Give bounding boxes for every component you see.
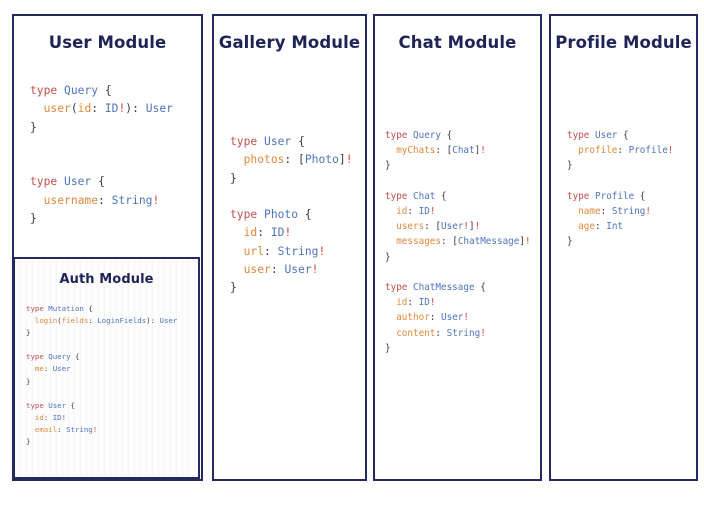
code-chat-module: type Query { myChats: [Chat]! } type Cha… bbox=[385, 130, 531, 354]
panel-user-module[interactable]: User Module type Query { user(id: ID!): … bbox=[12, 14, 203, 481]
code-gallery-module: type User { photos: [Photo]! } type Phot… bbox=[230, 135, 353, 295]
panel-title-profile-module: Profile Module bbox=[555, 33, 692, 52]
panel-title-user-module: User Module bbox=[48, 33, 167, 52]
panel-title-gallery-module: Gallery Module bbox=[218, 33, 361, 52]
panel-profile-module[interactable]: Profile Module type User { profile: Prof… bbox=[549, 14, 698, 481]
panel-title-chat-module: Chat Module bbox=[398, 33, 517, 52]
code-user-module: type Query { user(id: ID!): User } type … bbox=[30, 84, 173, 226]
code-auth-module: type Mutation { login(fields: LoginField… bbox=[26, 304, 178, 447]
panel-title-auth-module: Auth Module bbox=[59, 272, 154, 287]
code-profile-module: type User { profile: Profile! } type Pro… bbox=[567, 130, 674, 248]
panel-auth-module[interactable]: Auth Module type Mutation { login(fields… bbox=[13, 257, 200, 479]
panel-chat-module[interactable]: Chat Module type Query { myChats: [Chat]… bbox=[373, 14, 542, 481]
panel-gallery-module[interactable]: Gallery Module type User { photos: [Phot… bbox=[212, 14, 367, 481]
